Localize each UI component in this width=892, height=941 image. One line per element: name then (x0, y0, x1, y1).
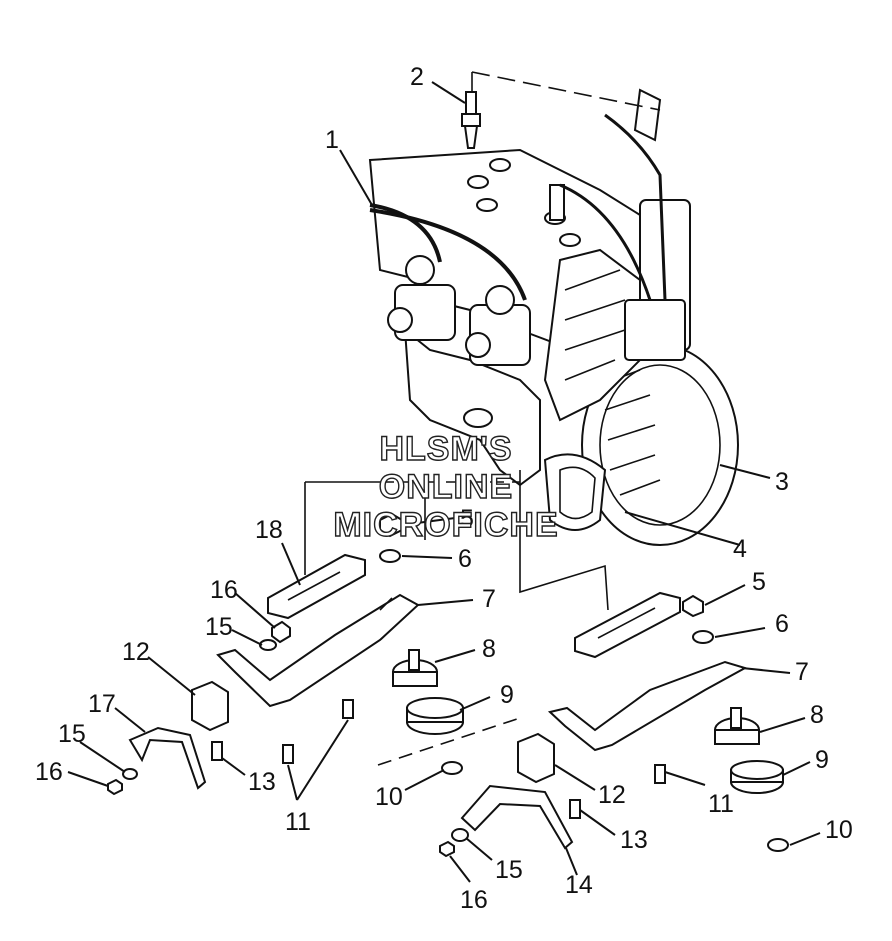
callout-14: 14 (565, 871, 593, 899)
reference-lines (304, 71, 661, 766)
callout-5-right: 5 (752, 568, 766, 596)
bracket-small-right (460, 784, 574, 850)
callout-13-left: 13 (248, 768, 276, 796)
watermark-line-2: ONLINE (379, 468, 513, 506)
callout-10-right: 10 (825, 816, 853, 844)
callout-12-left: 12 (122, 638, 150, 666)
leader-lines (67, 81, 821, 883)
callout-10-left: 10 (375, 783, 403, 811)
callout-labels: 1 2 3 4 5 6 7 8 9 10 11 12 13 17 15 16 1… (35, 63, 853, 914)
bracket-left (216, 593, 420, 708)
callout-4: 4 (733, 535, 747, 563)
plug-cap (633, 88, 662, 142)
mount-block-right (517, 732, 555, 784)
callout-9-right: 9 (815, 746, 829, 774)
callout-7-right: 7 (795, 658, 809, 686)
callout-18: 18 (255, 516, 283, 544)
right-mount-group (439, 591, 789, 858)
callout-5-left: 5 (460, 505, 474, 533)
callout-17: 17 (88, 690, 116, 718)
spark-plug (461, 91, 481, 149)
callout-12-right: 12 (598, 781, 626, 809)
callout-7-left: 7 (482, 585, 496, 613)
slotted-plate-right (574, 591, 681, 659)
callout-3: 3 (775, 468, 789, 496)
callout-8-right: 8 (810, 701, 824, 729)
callout-6-right: 6 (775, 610, 789, 638)
callout-16-left: 16 (210, 576, 238, 604)
callout-8-left: 8 (482, 635, 496, 663)
callout-15-left: 15 (205, 613, 233, 641)
callout-16-right: 16 (460, 886, 488, 914)
callout-15-far-left: 15 (58, 720, 86, 748)
callout-15-right: 15 (495, 856, 523, 884)
callout-13-right: 13 (620, 826, 648, 854)
watermark-line-3: MICROFICHE (333, 506, 558, 544)
watermark-line-1: HLSM'S (379, 430, 512, 468)
left-mount-group (107, 512, 464, 796)
bracket-small-left (128, 726, 207, 790)
slotted-plate-left (267, 553, 366, 620)
callout-16-far-left: 16 (35, 758, 63, 786)
callout-11-right: 11 (708, 790, 734, 818)
callout-11-left: 11 (285, 808, 311, 836)
mount-block-left (191, 680, 229, 732)
callout-6-left: 6 (458, 545, 472, 573)
engine (368, 88, 739, 546)
carburetors (387, 255, 531, 366)
callout-2: 2 (410, 63, 424, 91)
watermark: HLSM'S ONLINE MICROFICHE (333, 429, 559, 544)
callout-1: 1 (325, 126, 339, 154)
callout-9-left: 9 (500, 681, 514, 709)
